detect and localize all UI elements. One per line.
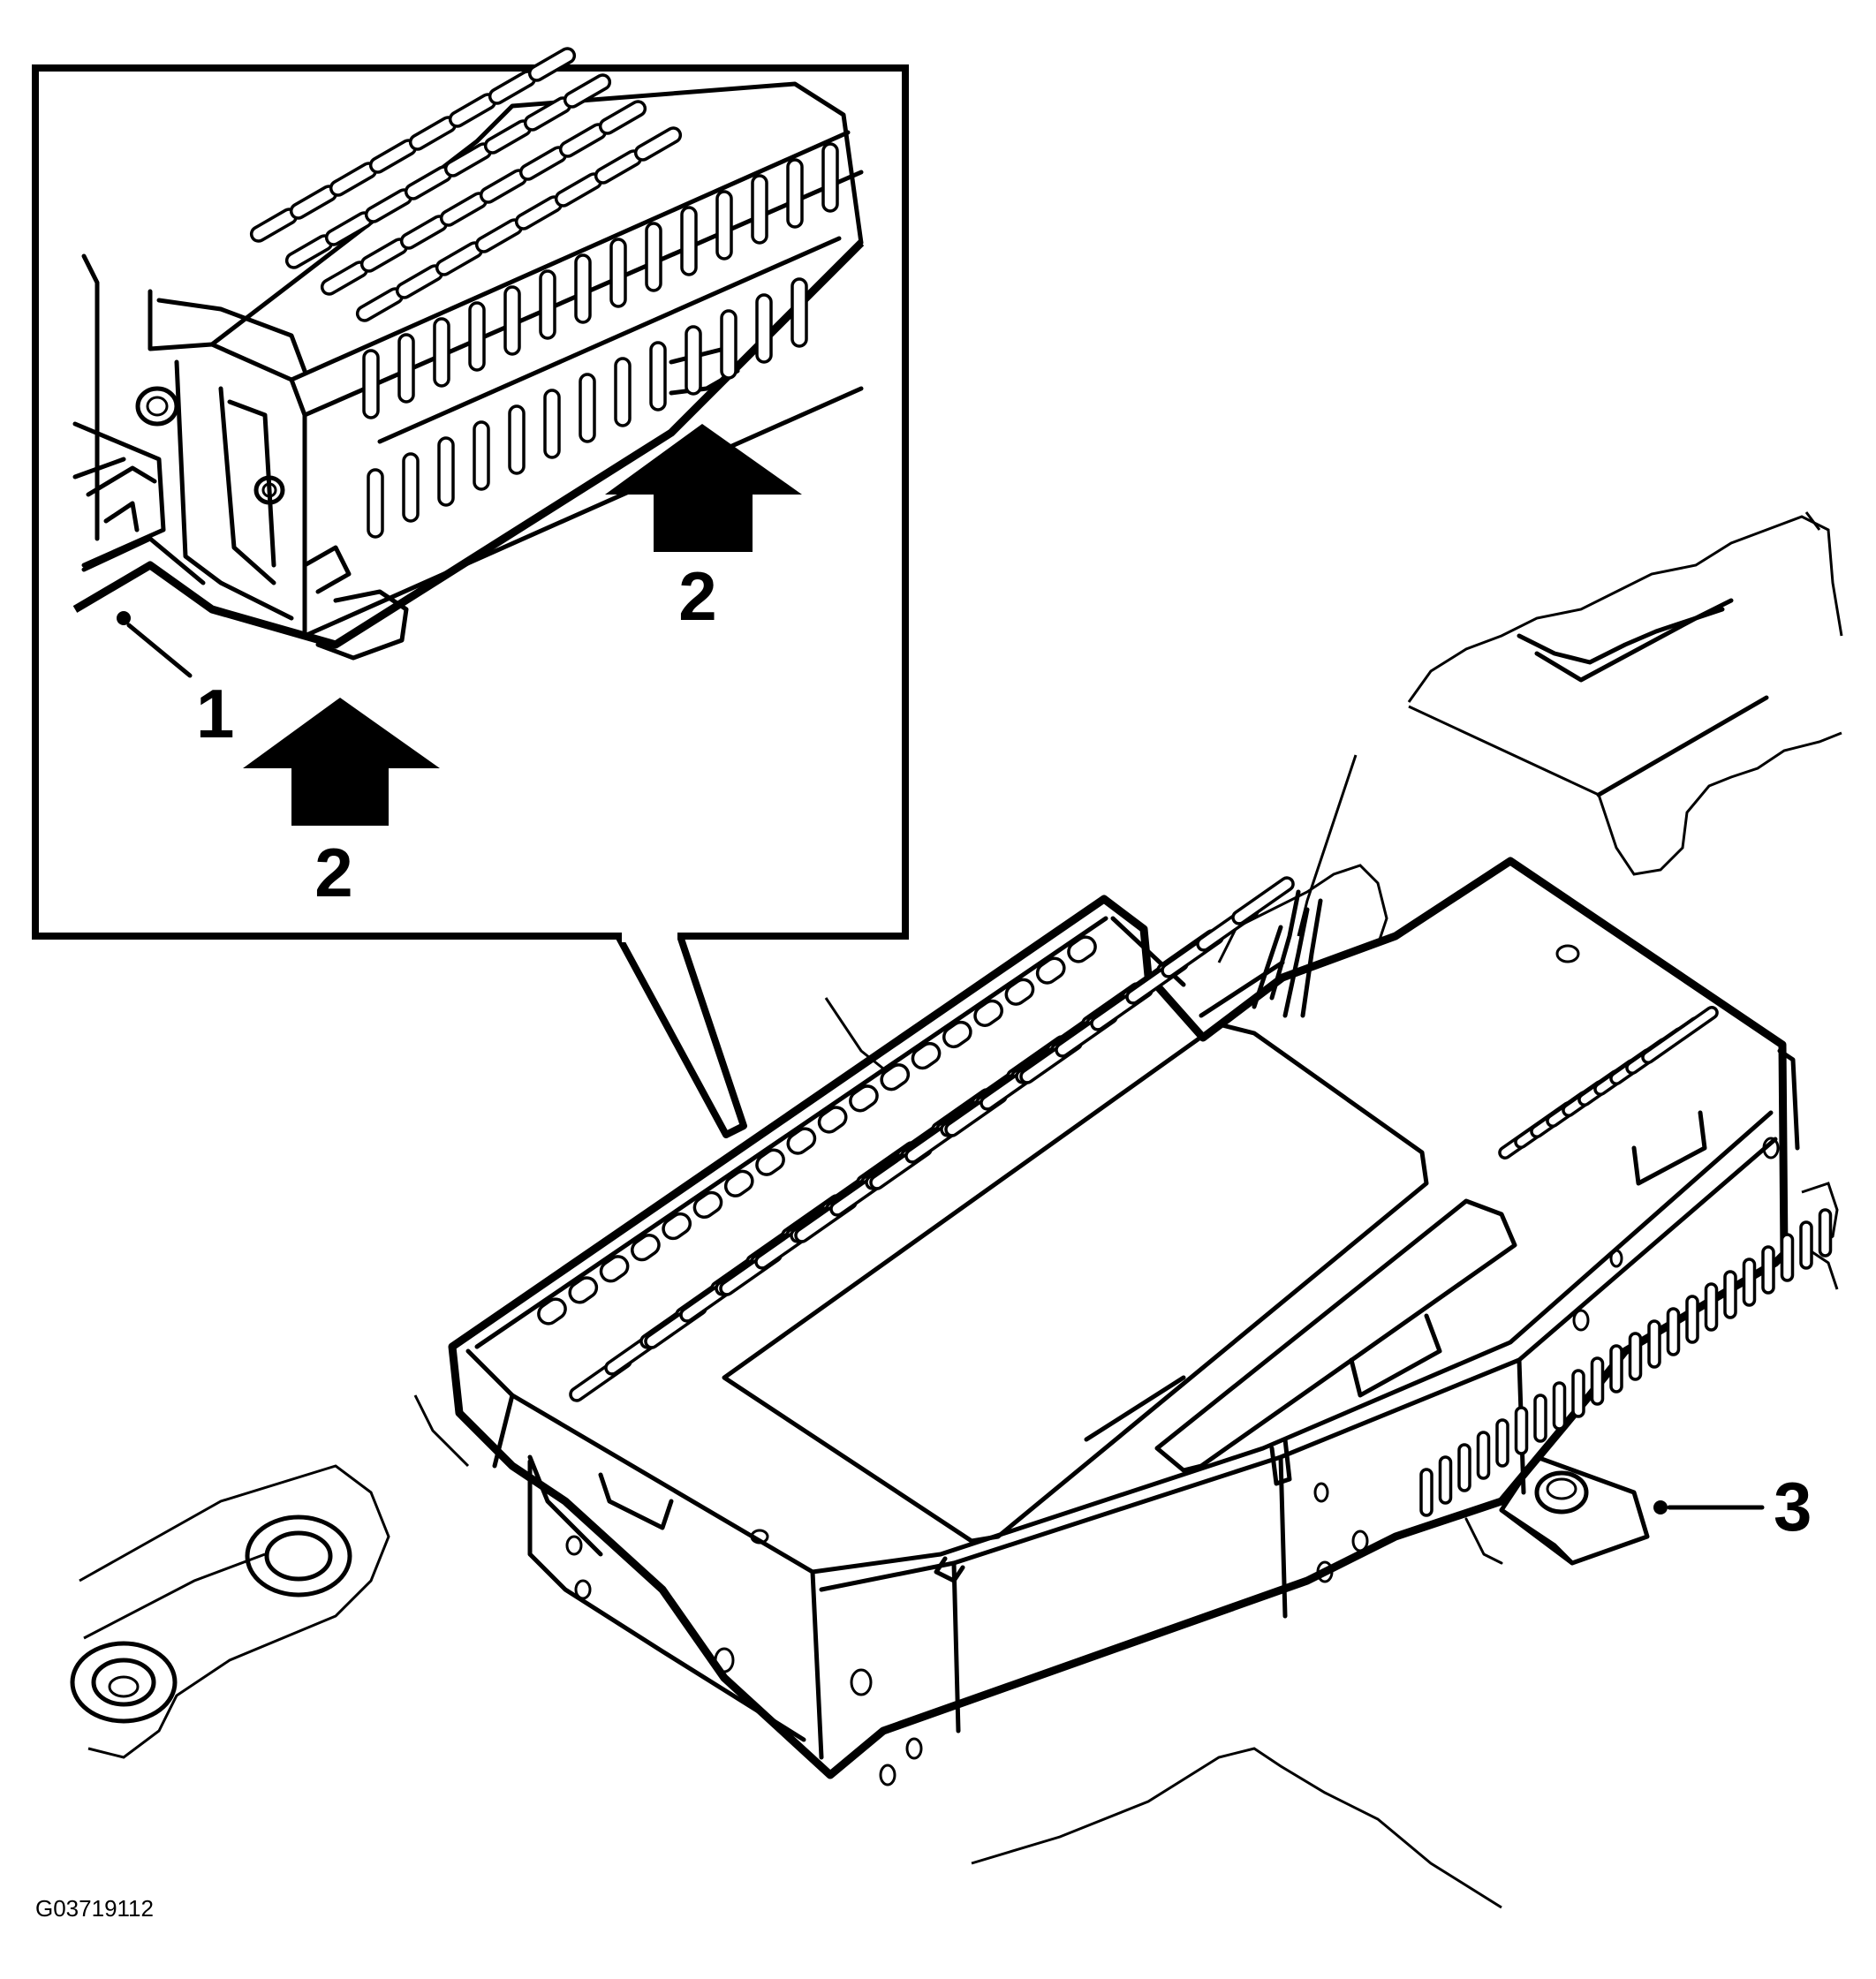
- vent-slot: [1609, 1344, 1623, 1394]
- inset-pointer: [615, 934, 747, 1138]
- vent-slot: [503, 285, 521, 356]
- vent-slot: [598, 100, 647, 135]
- vent-slot: [645, 222, 662, 292]
- inset-screw-1: [135, 386, 179, 427]
- vent-slot: [437, 436, 455, 507]
- vent-slot: [631, 1234, 661, 1262]
- callout-label-1: 1: [196, 675, 234, 752]
- vent-slot: [1552, 1381, 1567, 1431]
- vent-slot: [685, 325, 702, 396]
- module-vent-slots: [537, 876, 1833, 1517]
- vent-slot: [911, 1041, 942, 1070]
- vent-slot: [539, 269, 556, 340]
- vent-slot: [1004, 978, 1035, 1006]
- vent-slot: [1685, 1295, 1699, 1344]
- vent-slot: [468, 301, 486, 372]
- vent-slot: [692, 1190, 723, 1220]
- vent-slot: [973, 999, 1003, 1027]
- vent-slot: [1231, 876, 1295, 925]
- vent-slot: [942, 1020, 972, 1049]
- fastener-dot-icon: [117, 611, 131, 625]
- vent-slot: [1590, 1356, 1605, 1406]
- vent-slot: [1641, 1006, 1719, 1064]
- vent-slot: [1514, 1406, 1529, 1455]
- detail-inset: 1 2 2: [32, 47, 909, 1138]
- vent-slot: [821, 142, 839, 213]
- vent-slot: [402, 452, 420, 523]
- vent-slot: [563, 73, 612, 109]
- vent-slot: [715, 190, 733, 261]
- fastener-dot-icon: [1653, 1500, 1668, 1514]
- vent-slot: [1533, 1394, 1547, 1443]
- vent-slot: [537, 1297, 567, 1326]
- vent-slot: [1628, 1332, 1643, 1381]
- inset-module-closeup: [72, 81, 865, 661]
- vent-slot: [786, 158, 804, 229]
- callout-label-2b: 2: [678, 557, 716, 635]
- bolt-hole-boss-1: [245, 1514, 352, 1598]
- vent-slot: [574, 253, 592, 324]
- vent-slot: [1457, 1443, 1471, 1492]
- figure-id: G03719112: [35, 1895, 154, 1922]
- callout-3: 3: [1653, 1468, 1812, 1545]
- vent-slot: [1780, 1233, 1795, 1282]
- up-arrow-icon: [243, 698, 440, 826]
- vent-slot: [1571, 1369, 1585, 1418]
- vent-slot: [790, 277, 808, 348]
- inset-vent-slots: [249, 47, 839, 539]
- vent-slot: [367, 468, 384, 539]
- vent-slot: [527, 47, 577, 82]
- vent-slot: [633, 126, 683, 162]
- vent-slot: [1476, 1431, 1491, 1480]
- vent-slot: [599, 1255, 630, 1283]
- vent-slot: [1419, 1468, 1433, 1517]
- vent-slot: [662, 1212, 692, 1241]
- vent-slot: [786, 1127, 817, 1155]
- up-arrow-icon: [605, 424, 802, 552]
- vent-slot: [755, 1148, 785, 1176]
- vent-slot: [397, 333, 415, 404]
- vent-slot: [433, 317, 450, 388]
- vent-slot: [508, 404, 526, 475]
- vent-slot: [609, 238, 627, 308]
- vent-slot: [649, 341, 667, 412]
- vent-slot: [579, 373, 596, 443]
- callout-label-2a: 2: [314, 834, 352, 911]
- vent-slot: [1818, 1208, 1833, 1258]
- leader-line-1: [126, 623, 193, 678]
- vent-slot: [680, 206, 698, 276]
- vent-slot: [755, 293, 773, 364]
- vent-slot: [1666, 1307, 1681, 1356]
- vent-slot: [473, 420, 490, 491]
- vent-slot: [1035, 956, 1066, 985]
- vent-slot: [880, 1063, 911, 1091]
- background-floor-structure: [70, 511, 1843, 1909]
- vent-slot: [1067, 935, 1097, 963]
- callout-label-3: 3: [1774, 1468, 1812, 1545]
- vent-slot: [1438, 1455, 1453, 1505]
- vent-slot: [1704, 1282, 1719, 1332]
- mounting-bolt: [1534, 1470, 1589, 1514]
- vent-slot: [1742, 1258, 1757, 1307]
- vent-slot: [720, 309, 738, 380]
- vent-slot: [362, 349, 380, 419]
- vent-slot: [1495, 1418, 1509, 1468]
- vent-slot: [817, 1106, 848, 1134]
- bolt-hole-boss-2: [70, 1641, 178, 1724]
- vent-slot: [723, 1169, 754, 1197]
- vent-slot: [1799, 1220, 1813, 1270]
- inset-screw-2: [253, 475, 285, 505]
- vent-slot: [543, 389, 561, 459]
- vent-slot: [1647, 1319, 1661, 1369]
- vent-slot: [1723, 1270, 1737, 1319]
- vent-slot: [1761, 1245, 1775, 1295]
- vent-slot: [568, 1276, 599, 1304]
- vent-slot: [849, 1084, 879, 1113]
- vent-slot: [751, 174, 768, 245]
- vent-slot: [614, 357, 632, 427]
- audio-module-unit: [448, 857, 1800, 1786]
